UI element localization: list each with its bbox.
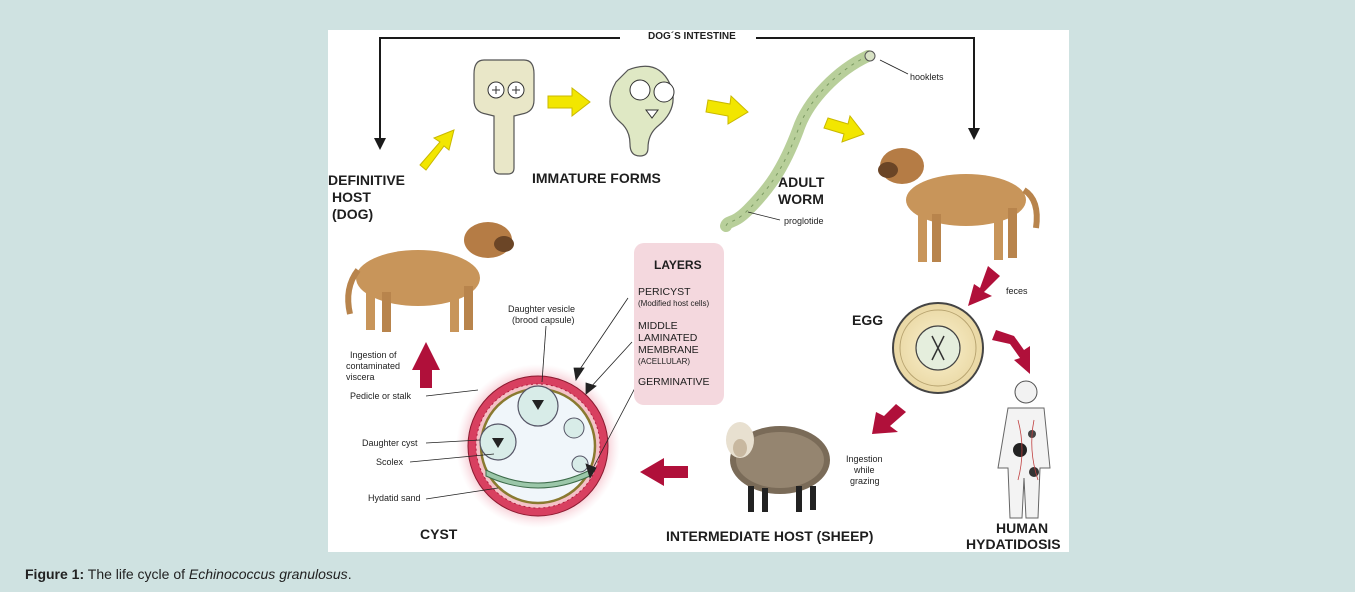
feces-label: feces (1006, 286, 1028, 297)
intestine-loop (374, 38, 980, 150)
definitive-host-label-3: (DOG) (332, 206, 373, 223)
adult-worm-label-1: ADULT (778, 174, 824, 191)
pedicle-label: Pedicle or stalk (350, 391, 411, 402)
layers-middle-note: (ACELLULAR) (638, 357, 690, 366)
scolex-illustration (474, 60, 534, 174)
sheep-illustration (726, 422, 830, 512)
layers-pericyst: PERICYST (638, 286, 691, 298)
definitive-host-label-1: DEFINITIVE (328, 172, 405, 189)
scolex-label: Scolex (376, 457, 403, 468)
ingestion-viscera-label-1: Ingestion of (350, 350, 397, 361)
hydatid-sand-label: Hydatid sand (368, 493, 421, 504)
hooklets-label: hooklets (910, 72, 944, 83)
immature-forms-label: IMMATURE FORMS (532, 170, 661, 187)
daughter-vesicle-label-1: Daughter vesicle (508, 304, 575, 315)
daughter-cyst-label: Daughter cyst (362, 438, 418, 449)
dog-left-illustration (348, 222, 514, 332)
human-illustration (998, 381, 1050, 518)
adult-worm-label-2: WORM (778, 191, 824, 208)
caption-label: Figure 1: (25, 566, 84, 582)
ingestion-grazing-label-1: Ingestion (846, 454, 883, 465)
figure-caption: Figure 1: The life cycle of Echinococcus… (25, 566, 352, 582)
caption-species: Echinococcus granulosus (189, 566, 348, 582)
layers-middle-2: LAMINATED (638, 332, 697, 344)
ingestion-grazing-label-3: grazing (850, 476, 880, 487)
figure-frame: DOG´S INTESTINE DEFINITIVE HOST (DOG) IM… (10, 8, 1345, 560)
life-cycle-diagram: DOG´S INTESTINE DEFINITIVE HOST (DOG) IM… (328, 30, 1069, 552)
egg-illustration (893, 303, 983, 393)
dog-right-illustration (878, 148, 1037, 262)
ingestion-viscera-label-2: contaminated (346, 361, 400, 372)
egg-label: EGG (852, 312, 883, 329)
protoscolex-illustration (610, 66, 674, 156)
human-hydatidosis-label-1: HUMAN (996, 520, 1048, 537)
ingestion-grazing-label-2: while (854, 465, 875, 476)
layers-middle-3: MEMBRANE (638, 344, 699, 356)
cyst-illustration (456, 364, 620, 528)
cyst-label: CYST (420, 526, 457, 543)
layers-title: LAYERS (654, 258, 702, 272)
layers-middle-1: MIDDLE (638, 320, 678, 332)
caption-end: . (348, 566, 352, 582)
dog-intestine-label: DOG´S INTESTINE (648, 31, 736, 42)
human-hydatidosis-label-2: HYDATIDOSIS (966, 536, 1061, 552)
ingestion-viscera-label-3: viscera (346, 372, 375, 383)
definitive-host-label-2: HOST (332, 189, 371, 206)
daughter-vesicle-label-2: (brood capsule) (512, 315, 575, 326)
caption-text: The life cycle of (84, 566, 189, 582)
layers-pericyst-note: (Modified host cells) (638, 299, 709, 308)
proglotide-label: proglotide (784, 216, 824, 227)
intermediate-host-label: INTERMEDIATE HOST (SHEEP) (666, 528, 873, 545)
layers-germinative: GERMINATIVE (638, 376, 710, 388)
